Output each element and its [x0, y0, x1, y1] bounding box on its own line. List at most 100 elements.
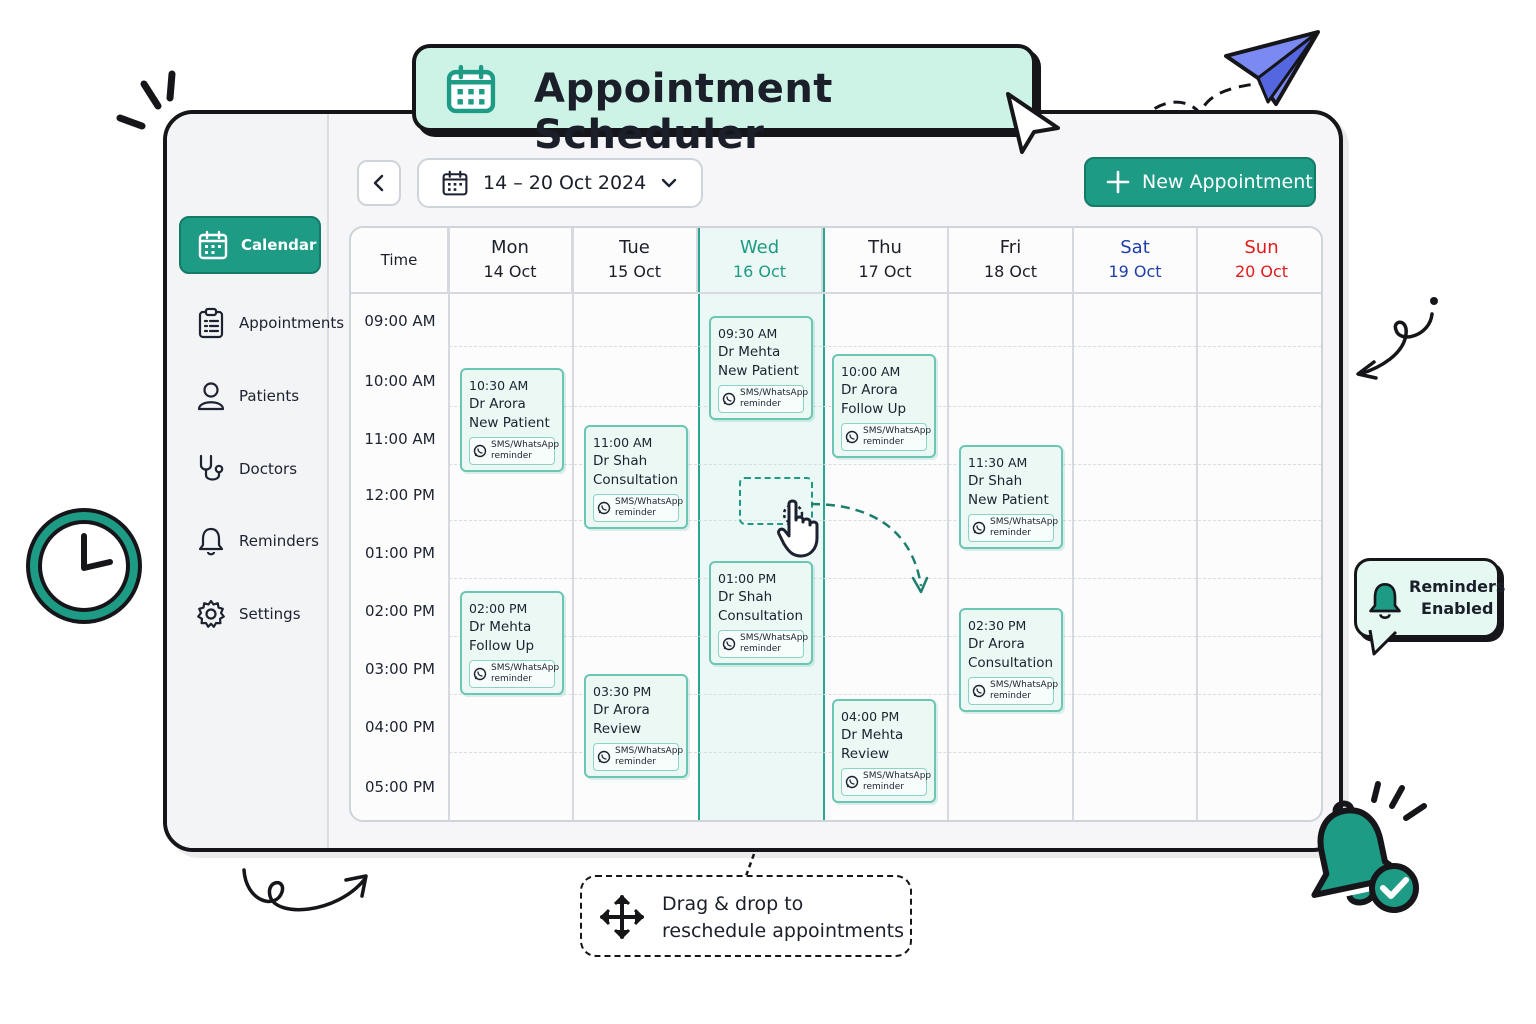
appointment-card[interactable]: 11:30 AM Dr Shah New Patient SMS/WhatsAp… [959, 445, 1063, 549]
time-label: 04:00 PM [365, 718, 435, 736]
appointment-card[interactable]: 11:00 AM Dr Shah Consultation SMS/WhatsA… [584, 425, 688, 529]
bubble-tail [1368, 630, 1398, 656]
time-label: 10:00 AM [364, 372, 436, 390]
appointment-doctor: Dr Mehta [841, 727, 904, 743]
callout-line: Drag & drop to [662, 893, 804, 915]
sidebar-item-label: Calendar [241, 236, 317, 254]
reminder-line: reminder [740, 399, 781, 409]
reminder-line: SMS/WhatsApp [863, 426, 932, 436]
whatsapp-icon [597, 750, 611, 764]
reminder-line: SMS/WhatsApp [990, 517, 1059, 527]
reminder-line: reminder [615, 757, 656, 767]
sidebar-item-reminders[interactable]: Reminders [179, 512, 321, 570]
pointer-cursor-icon [1006, 92, 1060, 154]
stethoscope-icon [199, 454, 224, 481]
sidebar-item-settings[interactable]: Settings [179, 585, 321, 643]
move-icon [600, 895, 644, 939]
reminders-enabled-bubble: Reminders Enabled [1354, 558, 1505, 638]
appointment-card[interactable]: 02:00 PM Dr Mehta Follow Up SMS/WhatsApp… [460, 591, 564, 695]
column-divider [448, 228, 450, 820]
date-range-label: 14 – 20 Oct 2024 [483, 172, 647, 194]
sidebar-item-calendar[interactable]: Calendar [179, 216, 321, 274]
sidebar-item-patients[interactable]: Patients [179, 367, 321, 425]
clipboard-icon [198, 307, 224, 339]
appointment-type: Consultation [718, 608, 804, 624]
chevron-left-icon [373, 174, 384, 192]
new-appointment-button[interactable]: New Appointment [1084, 157, 1316, 207]
gear-icon [197, 599, 225, 628]
appointment-type: New Patient [469, 415, 550, 431]
appointment-card[interactable]: 01:00 PM Dr Shah Consultation SMS/WhatsA… [709, 561, 813, 665]
column-divider [572, 228, 574, 820]
day-name: Wed [739, 237, 780, 258]
day-name: Sun [1244, 237, 1279, 258]
day-date: 19 Oct [1108, 262, 1162, 281]
app-window: Calendar Appointments Patients Doctors R… [163, 110, 1343, 852]
appointment-time: 11:30 AM [968, 455, 1028, 470]
time-label: 01:00 PM [365, 544, 435, 562]
appointment-card[interactable]: 10:30 AM Dr Arora New Patient SMS/WhatsA… [460, 368, 564, 472]
day-date: 17 Oct [858, 262, 912, 281]
appointment-doctor: Dr Arora [968, 636, 1025, 652]
appointment-doctor: Dr Shah [968, 473, 1023, 489]
day-header-sat[interactable]: Sat 19 Oct [1074, 228, 1198, 294]
column-divider [1196, 228, 1198, 820]
sidebar-item-appointments[interactable]: Appointments [179, 294, 344, 352]
calendar-icon [442, 170, 468, 196]
appointment-type: Consultation [593, 472, 679, 488]
appointment-time: 01:00 PM [718, 571, 777, 586]
reminder-line: reminder [863, 437, 904, 447]
user-icon [197, 382, 225, 411]
reminder-line: reminder [491, 674, 532, 684]
appointment-doctor: Dr Shah [593, 453, 648, 469]
callout-text: Drag & drop to reschedule appointments [662, 891, 904, 945]
paper-plane-icon [1138, 30, 1320, 123]
appointment-card[interactable]: 02:30 PM Dr Arora Consultation SMS/Whats… [959, 608, 1063, 712]
appointment-card[interactable]: 10:00 AM Dr Arora Follow Up SMS/WhatsApp… [832, 354, 936, 458]
day-date: 16 Oct [732, 262, 787, 281]
time-label: 12:00 PM [365, 486, 435, 504]
date-range-picker[interactable]: 14 – 20 Oct 2024 [417, 158, 703, 208]
appointment-card[interactable]: 09:30 AM Dr Mehta New Patient SMS/WhatsA… [709, 316, 813, 420]
hour-divider [449, 346, 1321, 347]
clock-icon [26, 508, 142, 624]
sidebar: Calendar Appointments Patients Doctors R… [167, 114, 344, 848]
reminder-line: reminder [491, 451, 532, 461]
reminder-line: reminder [615, 508, 656, 518]
appointment-doctor: Dr Shah [718, 589, 773, 605]
previous-week-button[interactable] [357, 160, 401, 206]
day-header-wed[interactable]: Wed 16 Oct [698, 228, 823, 294]
drag-drop-target-slot[interactable] [739, 477, 813, 525]
appointment-type: Follow Up [469, 638, 535, 654]
app-title-banner: Appointment Scheduler [412, 44, 1036, 158]
hour-divider [449, 520, 1321, 521]
whatsapp-icon [722, 637, 736, 651]
reminder-line: SMS/WhatsApp [491, 663, 560, 673]
appointment-doctor: Dr Mehta [469, 619, 532, 635]
day-name: Sat [1120, 237, 1150, 258]
whatsapp-icon [845, 430, 859, 444]
whatsapp-icon [972, 684, 986, 698]
time-label: 02:00 PM [365, 602, 435, 620]
appointment-time: 02:30 PM [968, 618, 1027, 633]
appointment-doctor: Dr Mehta [718, 344, 781, 360]
appointment-type: Review [841, 746, 890, 762]
appointment-time: 03:30 PM [593, 684, 652, 699]
whatsapp-icon [597, 501, 611, 515]
bell-icon [1369, 583, 1401, 619]
hour-divider [449, 636, 1321, 637]
appointment-time: 04:00 PM [841, 709, 900, 724]
sidebar-item-doctors[interactable]: Doctors [179, 440, 321, 498]
bell-icon [198, 527, 224, 556]
